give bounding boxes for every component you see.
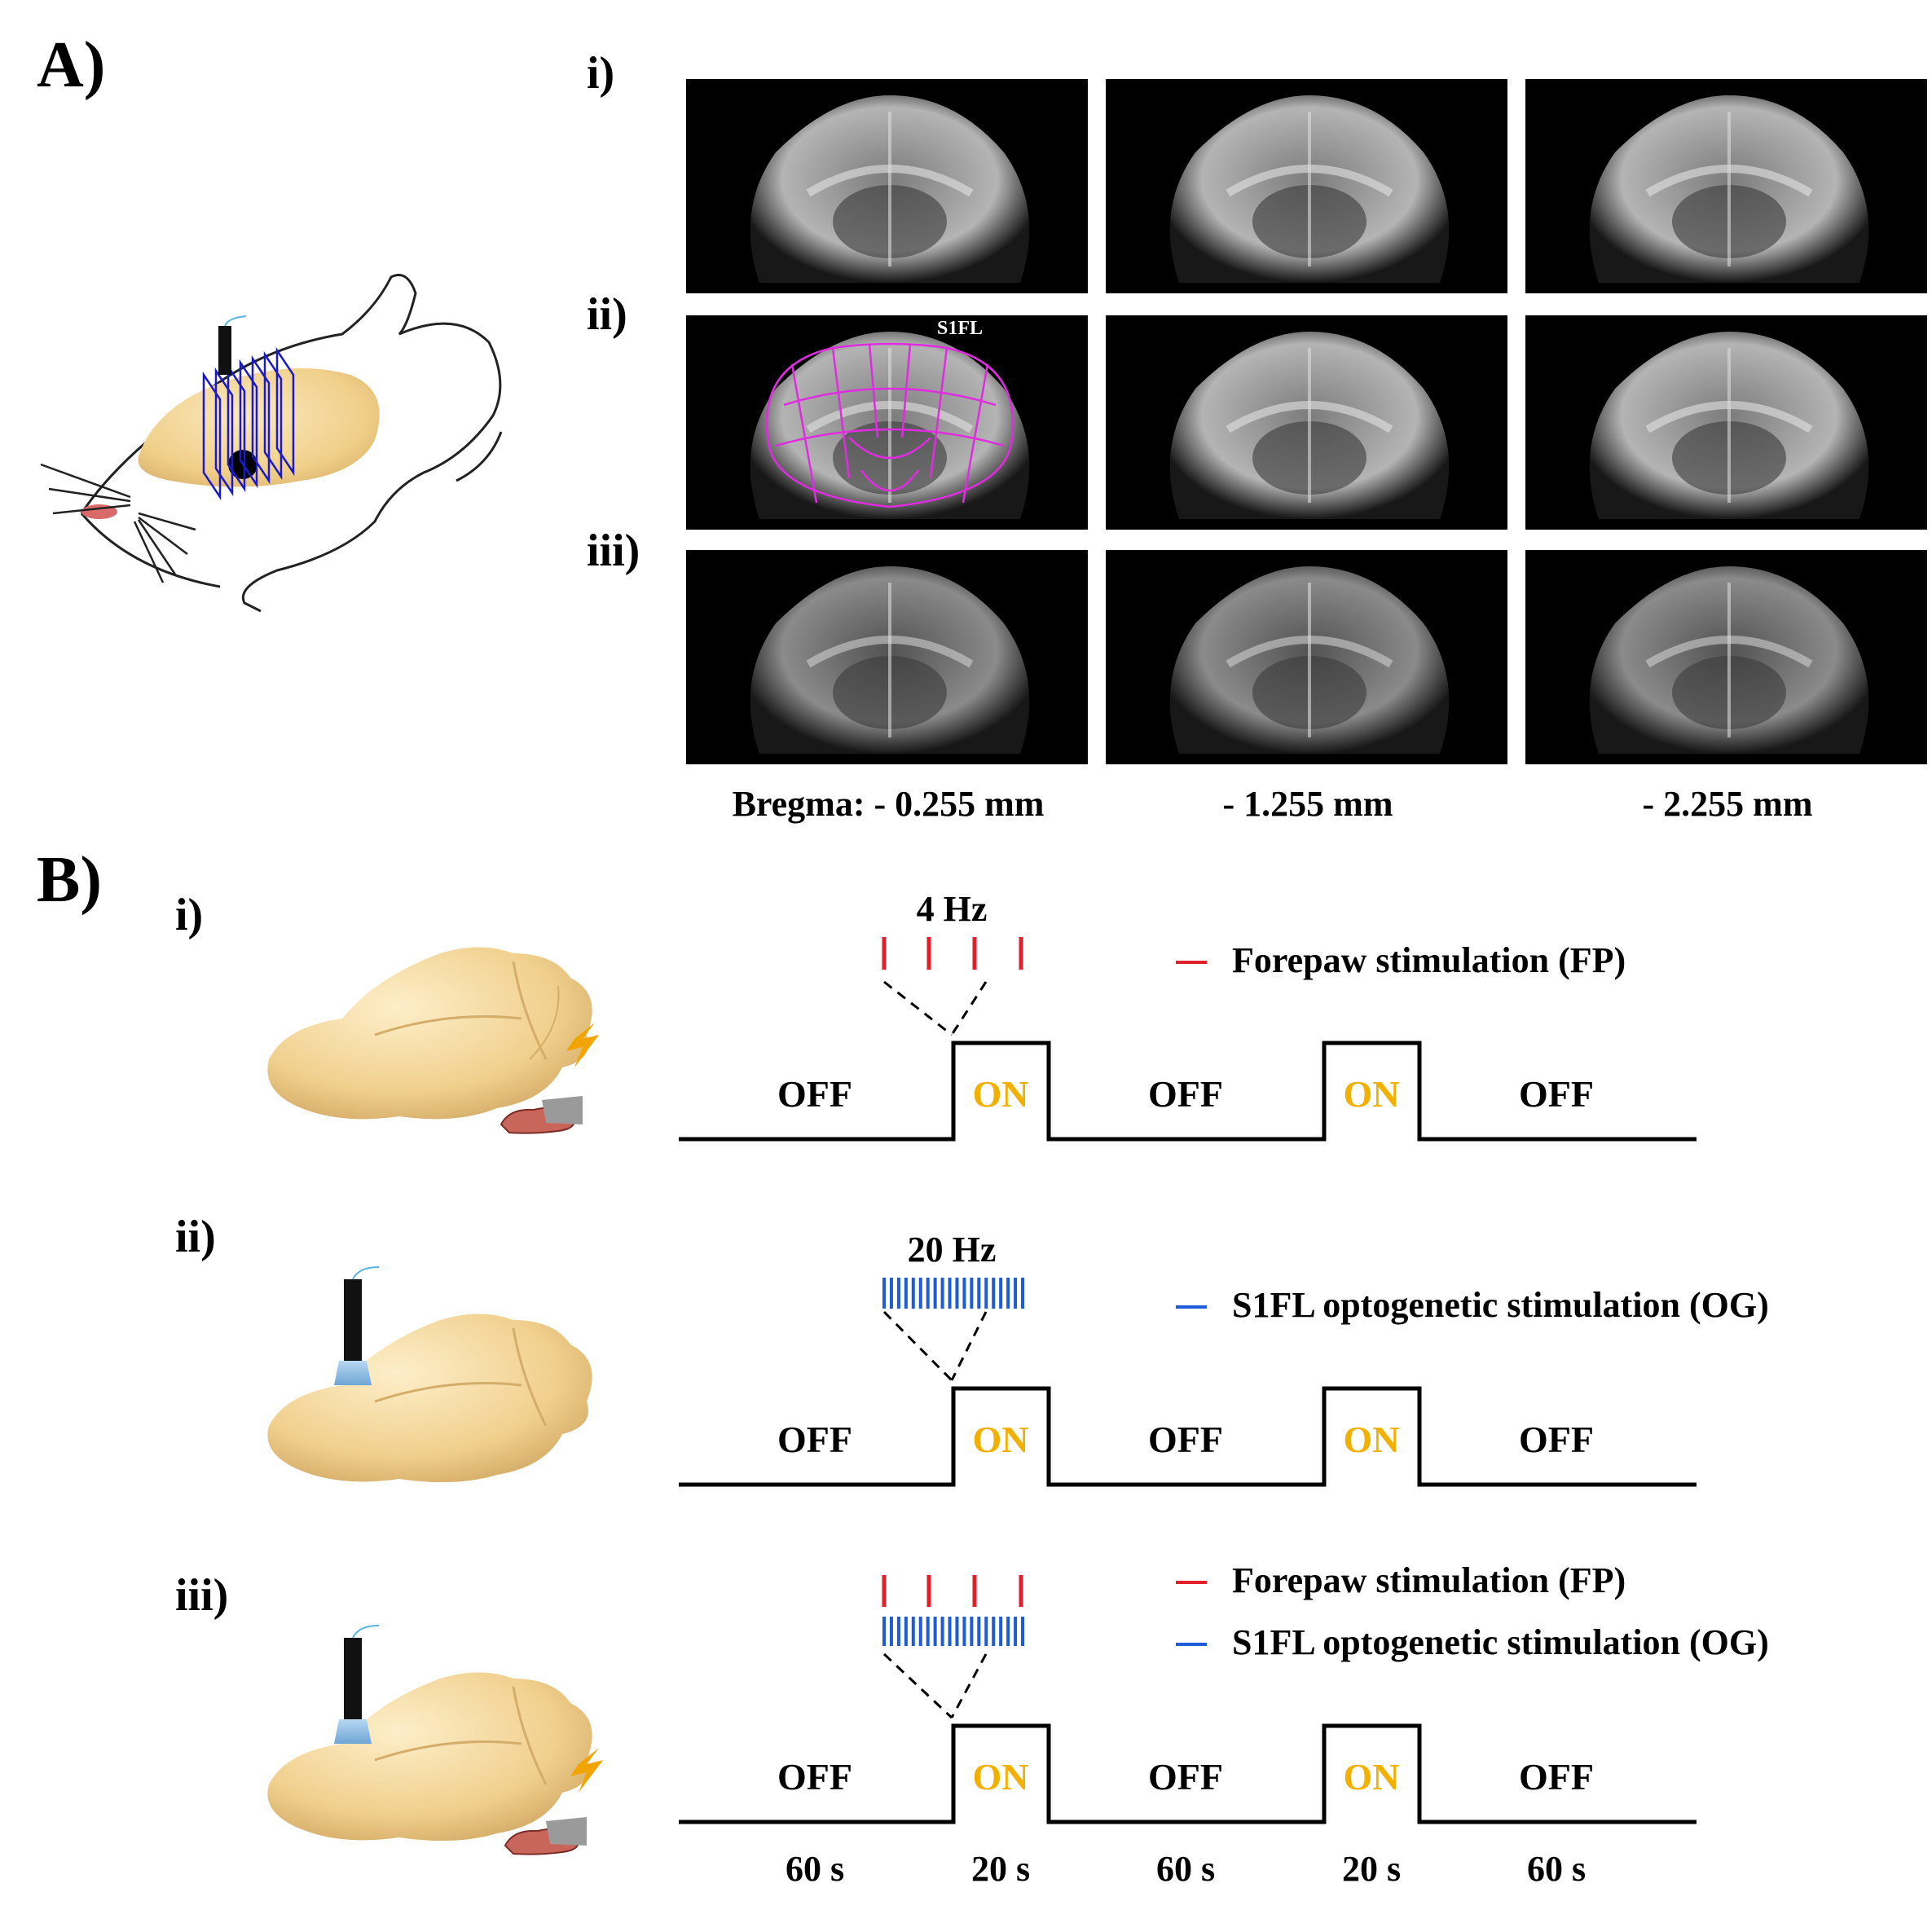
duration-label-5: 60 s — [1527, 1849, 1586, 1889]
funnel-left-row-2 — [882, 1310, 953, 1382]
block-label-row-1-5: OFF — [1519, 1073, 1594, 1115]
brain-illustration-combined — [267, 1625, 603, 1855]
legend-swatch-row-2-1 — [1176, 1305, 1207, 1309]
block-label-row-2-4: ON — [1344, 1419, 1400, 1460]
panel-b-row-i-label: i) — [175, 890, 204, 940]
block-label-row-3-3: OFF — [1148, 1756, 1223, 1798]
legend-swatch-row-1-1 — [1176, 961, 1207, 964]
legend-text-row-3-1: Forepaw stimulation (FP) — [1232, 1560, 1626, 1600]
legend-swatch-row-3-1 — [1176, 1581, 1207, 1584]
atlas-label-s1fl: S1FL — [937, 318, 984, 339]
slice-caption-3: - 2.255 mm — [1642, 784, 1813, 824]
block-waveform-row-3 — [679, 1723, 1697, 1824]
panel-a-label: A) — [37, 29, 106, 101]
block-label-row-2-1: OFF — [777, 1419, 852, 1460]
funnel-right-row-1 — [950, 981, 988, 1036]
funnel-left-row-1 — [883, 980, 953, 1036]
mri-slice-r1-c1 — [686, 79, 1088, 293]
funnel-right-row-3 — [950, 1653, 988, 1718]
brain-illustration-forepaw — [267, 947, 599, 1134]
duration-label-3: 60 s — [1156, 1849, 1215, 1889]
block-label-row-3-4: ON — [1344, 1756, 1400, 1798]
mri-slice-r2-c3 — [1525, 315, 1927, 530]
block-label-row-3-1: OFF — [777, 1756, 852, 1798]
mri-slice-r1-c2 — [1106, 79, 1507, 293]
brain-illustration-optogenetic — [267, 1266, 592, 1482]
rat-head-schematic — [40, 274, 503, 613]
block-label-row-3-2: ON — [973, 1756, 1029, 1798]
block-waveform-row-2 — [679, 1386, 1697, 1487]
panel-b-row-iii-label: iii) — [175, 1570, 229, 1621]
funnel-right-row-2 — [950, 1311, 988, 1381]
funnel-left-row-3 — [882, 1652, 953, 1719]
slice-caption-1: Bregma: - 0.255 mm — [732, 784, 1045, 824]
block-waveform-row-1 — [679, 1041, 1697, 1142]
panel-a-row-iii-label: iii) — [587, 526, 640, 576]
panel-b-label: B) — [37, 844, 102, 916]
mri-slice-r3-c2 — [1106, 550, 1507, 764]
block-label-row-3-5: OFF — [1519, 1756, 1594, 1798]
mri-slice-r1-c3 — [1525, 79, 1927, 293]
block-label-row-1-2: ON — [973, 1073, 1029, 1115]
duration-label-4: 20 s — [1342, 1849, 1401, 1889]
duration-label-1: 60 s — [786, 1849, 844, 1889]
frequency-label-row-2: 20 Hz — [908, 1230, 997, 1270]
legend-text-row-3-2: S1FL optogenetic stimulation (OG) — [1232, 1622, 1769, 1662]
panel-b-row-ii-label: ii) — [175, 1212, 216, 1262]
mri-slice-r3-c1 — [686, 550, 1088, 764]
panel-a-row-ii-label: ii) — [587, 289, 627, 340]
panel-a-row-i-label: i) — [587, 48, 615, 99]
legend-text-row-2-1: S1FL optogenetic stimulation (OG) — [1232, 1285, 1769, 1325]
block-label-row-2-2: ON — [973, 1419, 1029, 1460]
block-label-row-1-3: OFF — [1148, 1073, 1223, 1115]
slice-caption-2: - 1.255 mm — [1222, 784, 1393, 824]
legend-swatch-row-3-2 — [1176, 1643, 1207, 1646]
block-label-row-2-3: OFF — [1148, 1419, 1223, 1460]
duration-label-2: 20 s — [971, 1849, 1030, 1889]
mri-slice-r2-c1 — [686, 315, 1088, 530]
frequency-label-row-1: 4 Hz — [917, 889, 988, 929]
block-label-row-1-4: ON — [1344, 1073, 1400, 1115]
block-label-row-1-1: OFF — [777, 1073, 852, 1115]
legend-text-row-1-1: Forepaw stimulation (FP) — [1232, 940, 1626, 980]
mri-slice-r2-c2 — [1106, 315, 1507, 530]
mri-slice-r3-c3 — [1525, 550, 1927, 764]
block-label-row-2-5: OFF — [1519, 1419, 1594, 1460]
